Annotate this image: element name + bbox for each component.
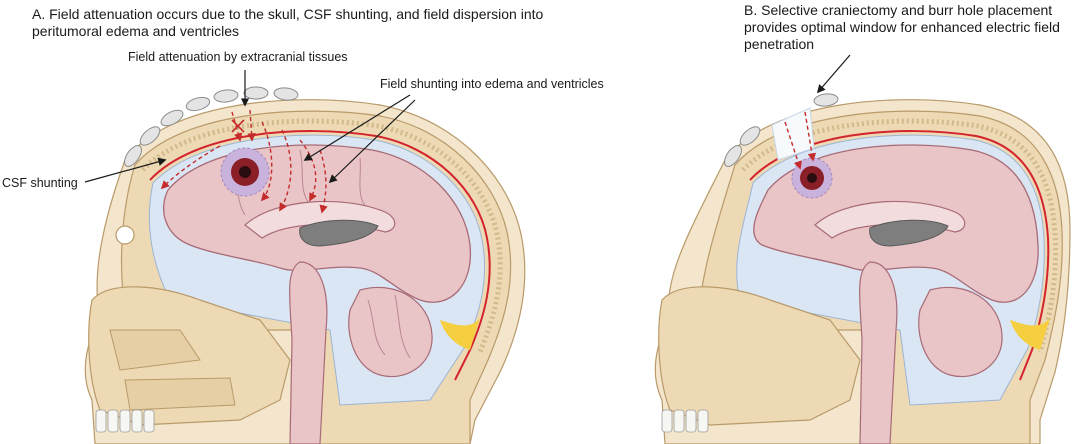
panel-b-title: B. Selective craniectomy and burr hole p…: [744, 2, 1060, 52]
panel-a-title: A. Field attenuation occurs due to the s…: [32, 6, 544, 39]
cerebellum: [348, 286, 433, 378]
craniectomy-window: [771, 107, 815, 161]
leader-lines: [84, 70, 416, 184]
tumor-with-edema-b: [791, 157, 833, 199]
lateral-ventricle: [299, 219, 379, 247]
window-pointer: [816, 54, 851, 94]
electrode-array: [124, 86, 299, 167]
head-sagittal-illustration-a: [84, 70, 526, 444]
head-sagittal-illustration-b: [654, 54, 1071, 444]
label-extracranial-attenuation: Field attenuation by extracranial tissue…: [128, 50, 348, 64]
electrode-array-b: [724, 93, 839, 167]
teeth: [95, 409, 155, 433]
tumor-with-edema: [220, 147, 270, 197]
label-edema-ventricle-shunting: Field shunting into edema and ventricles: [380, 77, 604, 91]
fat-pad: [440, 318, 480, 350]
field-arrows: [160, 109, 328, 214]
brainstem: [289, 261, 328, 444]
label-csf-shunting: CSF shunting: [2, 176, 78, 190]
